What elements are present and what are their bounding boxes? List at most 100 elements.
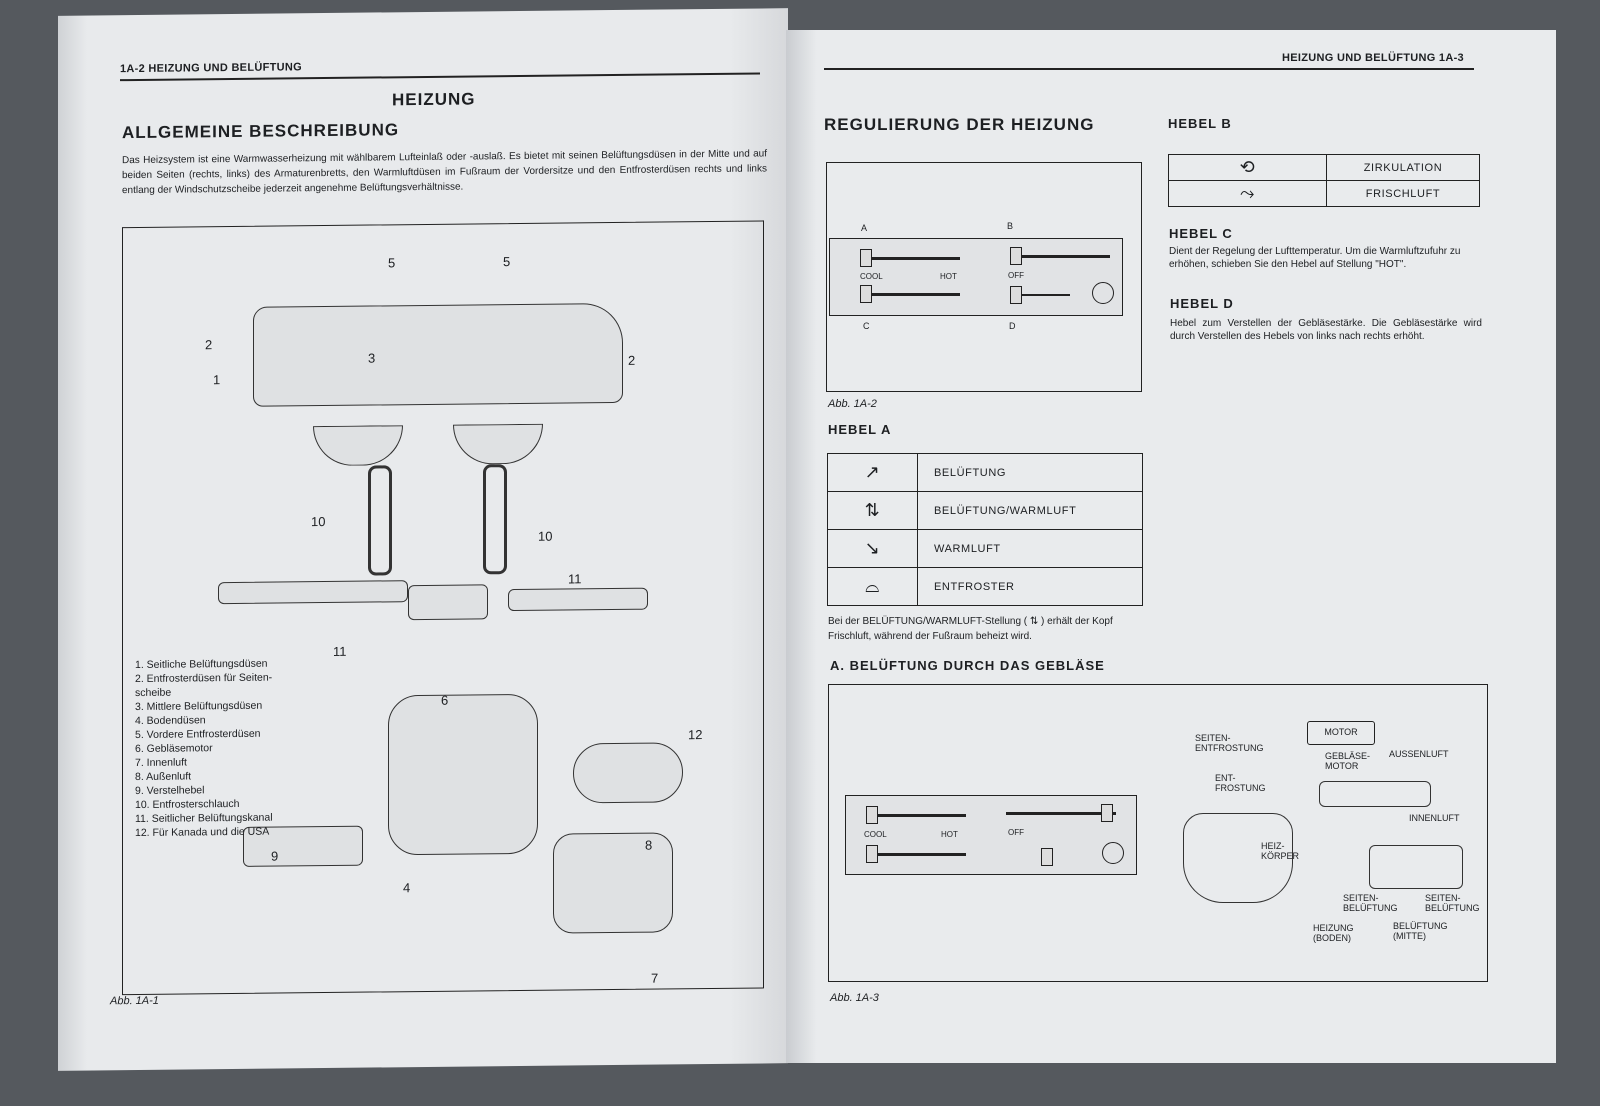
table-row: ↗BELÜFTUNG: [827, 453, 1143, 492]
lever-c-track: [860, 293, 960, 296]
defroster-hose: [368, 465, 392, 576]
page-header: 1A-2 HEIZUNG UND BELÜFTUNG: [120, 61, 302, 76]
section-title: REGULIERUNG DER HEIZUNG: [824, 115, 1095, 134]
callout-1: 1: [213, 372, 221, 388]
defrost-label: ENT-FROSTUNG: [1215, 773, 1266, 793]
callout-3: 3: [368, 350, 376, 366]
lever-c-knob: [866, 845, 878, 863]
side-defrost-label: SEITEN-ENTFROSTUNG: [1195, 733, 1264, 753]
recirculation-icon: ⟲: [1168, 154, 1327, 181]
lever-b-label: B: [1007, 221, 1014, 231]
defrost-duct: [1183, 813, 1293, 903]
lever-a-track: [860, 257, 960, 260]
ventilation-heat-icon: ⇅: [827, 491, 918, 530]
hebel-b-title: HEBEL B: [1168, 116, 1232, 131]
callout-11: 11: [333, 643, 347, 659]
table-row: ↘WARMLUFT: [827, 529, 1143, 568]
row-label: BELÜFTUNG/WARMLUFT: [917, 491, 1143, 530]
hebel-d-title: HEBEL D: [1170, 296, 1234, 311]
center-duct: [408, 584, 488, 621]
table-row: ⟲ZIRKULATION: [1168, 154, 1480, 181]
hebel-a-table: ↗BELÜFTUNG ⇅BELÜFTUNG/WARMLUFT ↘WARMLUFT…: [827, 453, 1143, 606]
outside-air-label: AUSSENLUFT: [1389, 749, 1449, 759]
page-title: HEIZUNG: [392, 89, 476, 110]
table-row: ⌓ENTFROSTER: [827, 567, 1143, 606]
heater-core-label: HEIZ-KÖRPER: [1261, 841, 1300, 861]
side-vent-label: SEITEN-BELÜFTUNG: [1425, 893, 1480, 913]
callout-10: 10: [311, 514, 326, 530]
control-panel: COOL HOT OFF: [845, 795, 1137, 875]
callout-9: 9: [271, 848, 279, 864]
defroster-duct-left: [313, 425, 403, 467]
side-vent-duct: [218, 580, 408, 605]
floor-heating-label: HEIZUNG (BODEN): [1313, 923, 1354, 943]
inside-air-label: INNENLUFT: [1409, 813, 1460, 823]
hebel-a-note: Bei der BELÜFTUNG/WARMLUFT-Stellung ( ⇅ …: [828, 616, 1113, 642]
left-page: 1A-2 HEIZUNG UND BELÜFTUNG HEIZUNG ALLGE…: [58, 8, 788, 1071]
lever-d-knob: [1041, 848, 1053, 866]
center-vent-label: BELÜFTUNG (MITTE): [1393, 921, 1448, 941]
control-panel: COOL HOT OFF: [829, 238, 1123, 316]
air-intake: [573, 742, 683, 804]
callout-5: 5: [503, 254, 511, 270]
table-row: ⇅BELÜFTUNG/WARMLUFT: [827, 491, 1143, 530]
lever-a-label: A: [861, 223, 868, 233]
blower-motor: [388, 693, 538, 856]
callout-2: 2: [628, 352, 636, 368]
figure-1a-1: 1 2 2 3 4 5 5 6 7 8 9 10 10 11 11 12 1. …: [122, 220, 764, 996]
page-header: HEIZUNG UND BELÜFTUNG 1A-3: [1282, 52, 1464, 64]
fresh-air-icon: ⤳: [1168, 180, 1327, 207]
lever-d-knob: [1010, 286, 1022, 304]
right-page: HEIZUNG UND BELÜFTUNG 1A-3 REGULIERUNG D…: [786, 30, 1556, 1063]
header-rule: [824, 68, 1474, 70]
figure-caption: Abb. 1A-2: [828, 398, 877, 410]
side-vent-duct: [508, 587, 648, 612]
figure-1a-3: COOL HOT OFF SEITEN-ENTFROSTUNG ENT-FROS…: [828, 684, 1488, 982]
callout-12: 12: [688, 727, 703, 743]
hebel-c-title: HEBEL C: [1169, 226, 1233, 241]
fan-dial: [1092, 282, 1114, 304]
table-row: ⤳FRISCHLUFT: [1168, 180, 1480, 207]
lever-d-track: [1010, 294, 1070, 296]
hot-label: HOT: [941, 830, 958, 839]
lever-b-knob: [1010, 247, 1022, 265]
callout-11: 11: [568, 571, 582, 587]
ventilation-icon: ↗: [827, 453, 918, 492]
side-vent-label: SEITEN-BELÜFTUNG: [1343, 893, 1398, 913]
callout-6: 6: [441, 692, 449, 708]
blower-housing: [1319, 781, 1431, 807]
hebel-a-title: HEBEL A: [828, 422, 892, 437]
lever-b-track: [1010, 255, 1110, 258]
section-title: ALLGEMEINE BESCHREIBUNG: [122, 120, 400, 143]
lever-c-label: C: [863, 321, 870, 331]
figure-1a-2: A B COOL HOT OFF C D: [826, 162, 1142, 392]
defroster-duct-right: [453, 423, 543, 465]
off-label: OFF: [1008, 271, 1024, 280]
hot-label: HOT: [940, 272, 957, 281]
row-label: ENTFROSTER: [917, 567, 1143, 606]
callout-10: 10: [538, 528, 553, 544]
row-label: BELÜFTUNG: [917, 453, 1143, 492]
subsection-title: A. BELÜFTUNG DURCH DAS GEBLÄSE: [830, 658, 1105, 673]
legend-item: 2. Entfrosterdüsen für Seiten-scheibe: [135, 671, 273, 700]
callout-7: 7: [651, 970, 659, 986]
off-label: OFF: [1008, 828, 1024, 837]
heat-icon: ↘: [827, 529, 918, 568]
motor-box: MOTOR: [1307, 721, 1375, 745]
cool-label: COOL: [860, 272, 883, 281]
hebel-b-table: ⟲ZIRKULATION ⤳FRISCHLUFT: [1168, 154, 1480, 207]
callout-8: 8: [645, 837, 653, 853]
defroster-hose: [483, 464, 507, 575]
heater-unit: [553, 832, 673, 934]
lever-b-track: [1006, 812, 1116, 815]
lever-a-knob: [866, 806, 878, 824]
callout-5: 5: [388, 255, 396, 271]
intro-paragraph: Das Heizsystem ist eine Warmwasserheizun…: [122, 148, 767, 197]
dashboard-illustration: [253, 302, 623, 407]
blower-motor-label: GEBLÄSE-MOTOR: [1325, 751, 1371, 771]
hebel-d-text: Hebel zum Verstellen der Gebläsestärke. …: [1170, 318, 1482, 342]
parts-legend: 1. Seitliche Belüftungsdüsen 2. Entfrost…: [135, 656, 295, 840]
legend-item: 11. Seitlicher Belüftungskanal: [135, 811, 273, 826]
legend-item: 12. Für Kanada und die USA: [135, 825, 270, 840]
lever-c-knob: [860, 285, 872, 303]
